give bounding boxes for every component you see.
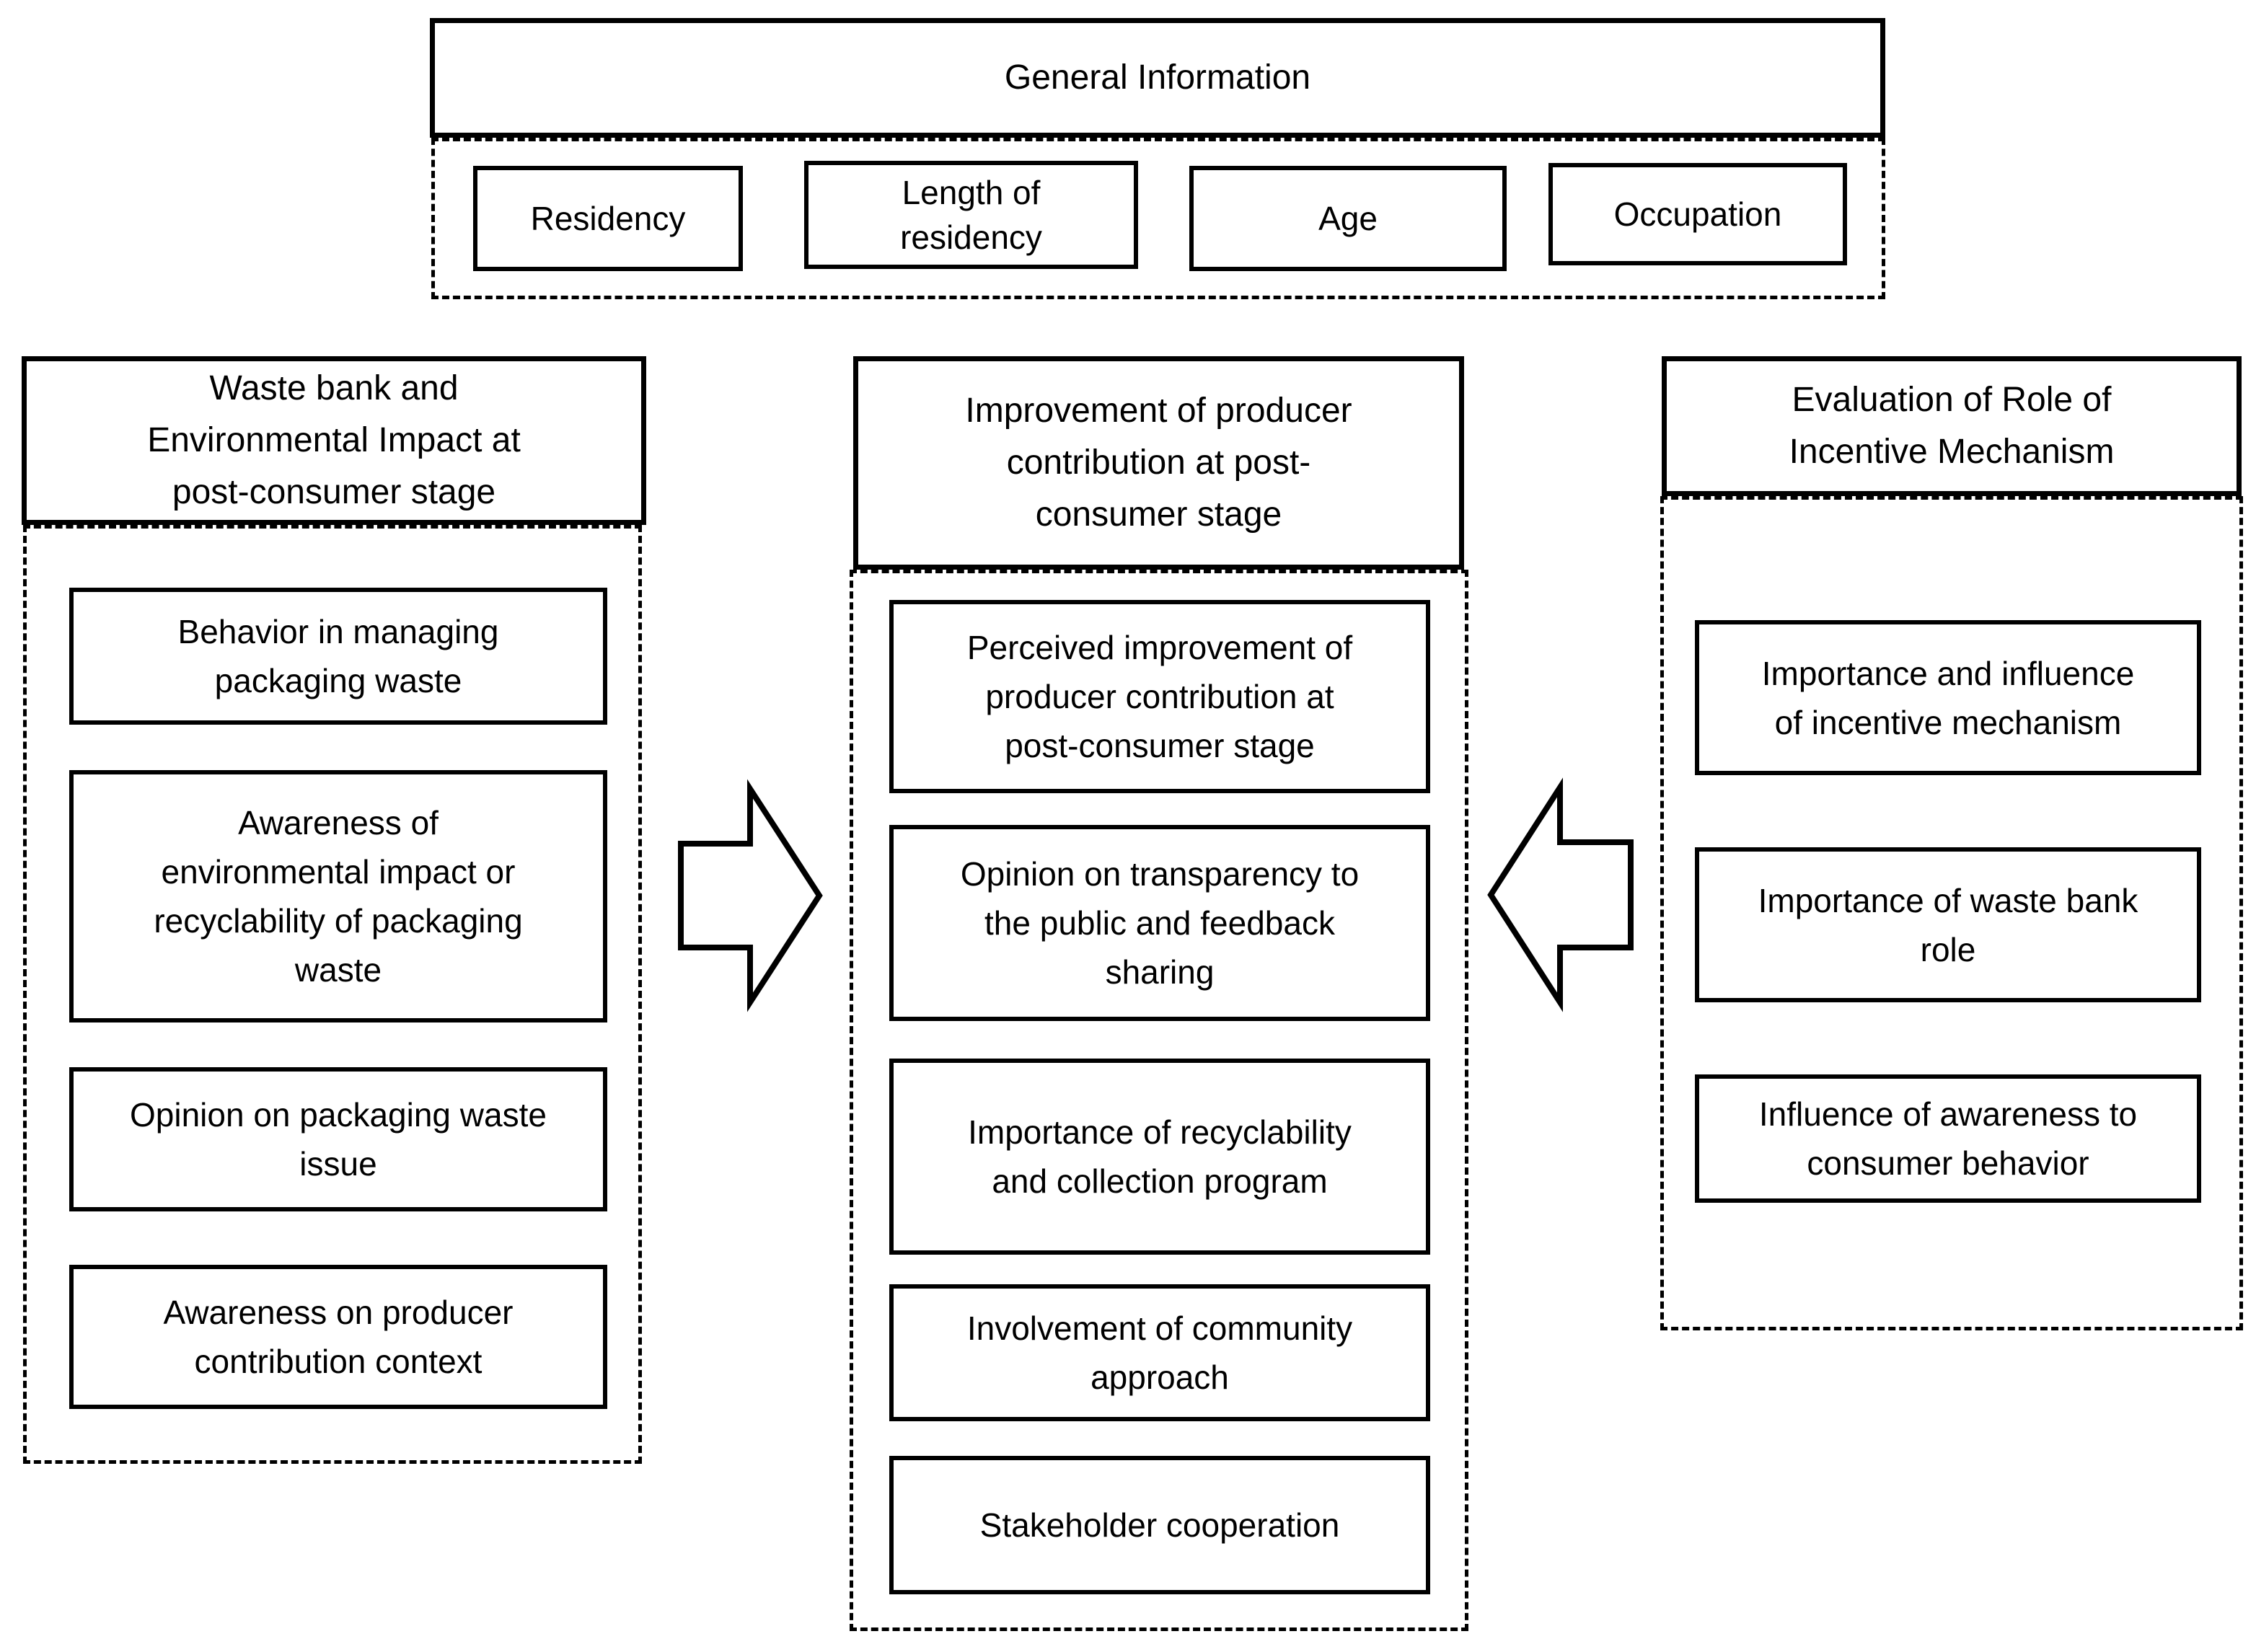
box-opinion-transparency: Opinion on transparency to the public an… [889,825,1430,1021]
box-behavior-managing-waste: Behavior in managing packaging waste [69,588,607,725]
box-stakeholder-cooperation: Stakeholder cooperation [889,1456,1430,1594]
box-involvement-community: Involvement of community approach [889,1284,1430,1421]
general-info-header: General Information [430,18,1885,138]
box-occupation: Occupation [1548,163,1847,265]
box-importance-influence-incentive: Importance and influence of incentive me… [1695,620,2201,775]
waste-bank-dashed-group [23,525,642,1464]
box-age: Age [1189,166,1507,271]
improvement-header: Improvement of producer contribution at … [853,356,1464,570]
box-length-of-residency: Length of residency [804,161,1138,269]
box-opinion-packaging-waste: Opinion on packaging waste issue [69,1067,607,1211]
box-perceived-improvement: Perceived improvement of producer contri… [889,600,1430,793]
general-info-title: General Information [1004,58,1311,97]
arrow-right-icon [678,779,823,1012]
arrow-left-icon [1487,777,1634,1012]
improvement-dashed-group [850,570,1468,1631]
general-info-dashed-group [431,138,1885,299]
box-awareness-producer-contribution: Awareness on producer contribution conte… [69,1265,607,1409]
box-importance-waste-bank-role: Importance of waste bank role [1695,847,2201,1002]
waste-bank-header: Waste bank and Environmental Impact at p… [22,356,646,525]
box-awareness-environmental-impact: Awareness of environmental impact or rec… [69,770,607,1022]
incentive-evaluation-header: Evaluation of Role of Incentive Mechanis… [1662,356,2242,496]
box-residency: Residency [473,166,743,271]
box-influence-awareness-behavior: Influence of awareness to consumer behav… [1695,1074,2201,1203]
box-importance-recyclability: Importance of recyclability and collecti… [889,1059,1430,1255]
incentive-dashed-group [1660,496,2243,1330]
